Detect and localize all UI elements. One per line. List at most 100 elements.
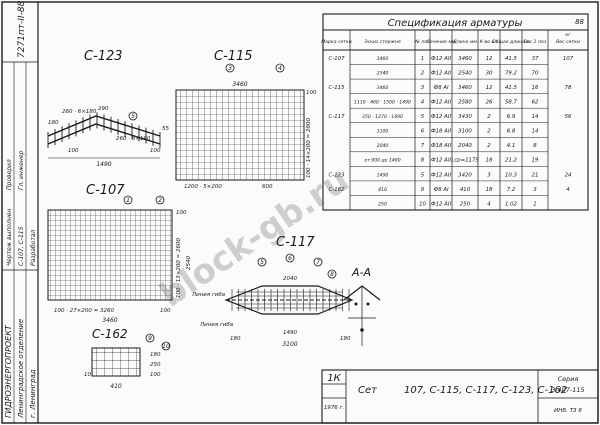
c115-callout-4: 4 xyxy=(278,65,282,72)
spec-cell-pos: 5 xyxy=(421,114,425,120)
spec-cell-total: 41.5 xyxy=(505,56,518,62)
titleblock-code: ИНВ. ТЗ 8 xyxy=(554,408,582,414)
spec-cell-pos: 8 xyxy=(421,158,425,164)
spec-cell-sketch: 3460 xyxy=(377,85,389,91)
spec-cell-sec: Ф8 АI xyxy=(433,85,448,91)
spec-cell-sec: Ф12 АII xyxy=(431,100,451,106)
c162-dim-b: 250 xyxy=(150,362,161,368)
spec-header-7: Вес 1 поз xyxy=(524,39,547,45)
spec-cell-len: 3420 xyxy=(458,172,472,178)
side-code: 7271пт-II-88 xyxy=(17,0,27,58)
c117-callout-5: 5 xyxy=(260,259,264,266)
section-a-a: А-А xyxy=(343,266,381,346)
spec-weight-unit: кг xyxy=(565,33,571,38)
spec-cell-w1: 37 xyxy=(532,56,539,62)
spec-cell-total: 58.7 xyxy=(505,100,518,106)
spec-cell-sec: Ф12 АII xyxy=(431,56,451,62)
spec-cell-sec: Ф18 АII xyxy=(431,143,451,149)
spec-cell-sketch: 410 xyxy=(378,187,387,193)
spec-cell-qty: 12 xyxy=(486,56,493,62)
c162-dim-edge: 10 xyxy=(84,372,91,378)
spec-cell-qty: 30 xyxy=(486,70,493,76)
spec-cell-len: 410 xyxy=(460,187,471,193)
spec-header-1: Эскиз стержня xyxy=(363,39,400,45)
spec-header-2: № поз xyxy=(414,39,430,45)
spec-cell-len: Lср=1175 xyxy=(451,158,479,164)
spec-cell-mark: С-162 xyxy=(329,187,346,193)
spec-cell-len: 3430 xyxy=(458,114,472,120)
spec-cell-pos: 7 xyxy=(421,143,425,149)
c117-dim-total: 3100 xyxy=(282,341,297,348)
spec-cell-sketch: 3460 xyxy=(377,56,389,62)
spec-cell-w1: 70 xyxy=(532,70,539,76)
spec-cell-w1: 3 xyxy=(533,187,537,193)
spec-cell-pos: 3 xyxy=(421,85,425,91)
spec-cell-sketch: 250 xyxy=(378,201,387,207)
spec-table: Спецификация арматуры 88 Марка сетки Эски… xyxy=(321,13,589,211)
c107-dim-bottom-end: 100 xyxy=(160,308,171,314)
spec-header-5: К-во шт xyxy=(480,39,499,45)
org-department: Ленинградское отделение xyxy=(17,319,25,419)
spec-cell-w1: 14 xyxy=(532,129,539,135)
spec-header-4: Длина мм xyxy=(452,39,477,45)
titleblock-series-value: 3.407-115 xyxy=(551,386,584,394)
spec-cell-sketch: 3100 xyxy=(377,129,389,135)
spec-header-0: Марка сетки xyxy=(321,39,352,45)
c107-callout-2: 2 xyxy=(158,197,162,204)
spec-cell-sec: Ф12 АII xyxy=(431,172,451,178)
org-name: ГИДРОЭНЕРГОПРОЕКТ xyxy=(4,324,13,418)
c123-dim-right: 260 · 8×190 xyxy=(116,136,151,142)
spec-cell-mark: С-115 xyxy=(329,85,346,91)
c117-label: С-117 xyxy=(276,235,315,250)
c117-dim-right: 180 xyxy=(340,336,351,342)
spec-cell-sec: Ф12 АII xyxy=(431,201,451,207)
drawing-c-117: С-117 Линия гиба Линия гиба 3100 2040 14… xyxy=(191,235,354,348)
spec-cell-pos: 6 xyxy=(421,129,425,135)
spec-cell-sketch: 1110 · 460 · 1500 · 1490 xyxy=(354,100,411,106)
page-number: 88 xyxy=(575,18,584,26)
section-label: А-А xyxy=(351,266,371,279)
c117-dim-bottom: 1490 xyxy=(283,330,297,336)
c123-callout-5: 5 xyxy=(131,113,135,120)
c117-dim-top: 2040 xyxy=(283,276,297,282)
spec-cell-total: 4.1 xyxy=(507,143,516,149)
c117-callout-8: 8 xyxy=(330,271,334,278)
spec-cell-sec: Ф8 АI xyxy=(433,187,448,193)
c117-bend-line-1: Линия гиба xyxy=(191,292,226,298)
spec-cell-len: 3460 xyxy=(458,85,472,91)
spec-cell-len: 3100 xyxy=(458,129,472,135)
spec-cell-sec: Ф18 АII xyxy=(431,129,451,135)
c107-callout-1: 1 xyxy=(126,197,130,204)
c115-dim-bottom: 1200 · 5×200 xyxy=(184,184,222,190)
c123-dim-height: 55 xyxy=(162,126,169,132)
drawing-c-107: С-107 100 · 27×200 = 3260 100 100 · 13×2… xyxy=(47,183,192,324)
c123-dim-top: 290 xyxy=(98,106,109,112)
spec-cell-w1: 1 xyxy=(533,201,536,207)
spec-cell-mark: С-117 xyxy=(329,114,346,120)
spec-cell-sketch: от 900 до 1490 xyxy=(364,158,400,164)
spec-cell-sketch: 2540 xyxy=(377,70,389,76)
org-city: г. Ленинград xyxy=(29,369,37,418)
spec-cell-pos: 2 xyxy=(421,70,425,76)
titleblock-series-label: Серия xyxy=(558,375,579,383)
spec-cell-total: 79.2 xyxy=(505,70,518,76)
spec-cell-pos: 9 xyxy=(421,187,425,193)
spec-header-6: Общая длина м xyxy=(492,39,530,45)
drawing-c-123: С-123 1490 260 · 6×180 100 290 260 · 8×1… xyxy=(47,49,169,168)
c107-dim-side: 100 · 13×200 = 2600 xyxy=(176,238,182,298)
spec-title: Спецификация арматуры xyxy=(388,18,523,29)
spec-header-3: Сечение мм xyxy=(427,39,456,45)
side-stamp: 7271пт-II-88 Чертеж выполнен С-107, С-11… xyxy=(2,0,38,271)
drawing-c-115: С-115 1200 · 5×200 600 100 · 14×200 = 28… xyxy=(175,49,317,190)
side-stamp-line-2: С-107, С-115 xyxy=(18,226,25,266)
spec-cell-total: 7.2 xyxy=(507,187,516,193)
titleblock-id: 1К xyxy=(327,373,341,384)
c117-dim-left: 180 xyxy=(230,336,241,342)
spec-cell-qty: 2 xyxy=(487,129,491,135)
spec-cell-w1: 21 xyxy=(532,172,539,178)
spec-cell-qty: 4 xyxy=(487,201,491,207)
spec-cell-total: 6.9 xyxy=(507,114,516,120)
